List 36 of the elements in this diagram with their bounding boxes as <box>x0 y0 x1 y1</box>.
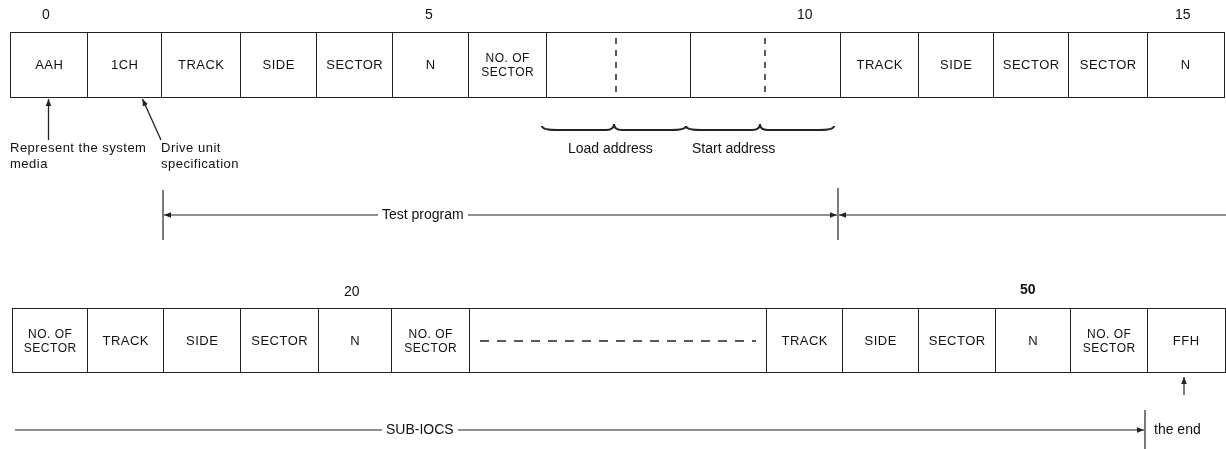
record-field: TRACK <box>766 308 844 373</box>
record-field: SIDE <box>842 308 920 373</box>
record-field: NO. OF SECTOR <box>12 308 89 373</box>
record-field: FFH <box>1147 308 1226 373</box>
span-label: SUB-IOCS <box>382 421 458 437</box>
record-field: TRACK <box>840 32 920 98</box>
offset-number: 15 <box>1174 6 1192 22</box>
record-field: SIDE <box>240 32 318 98</box>
record-field: N <box>318 308 393 373</box>
record-field: AAH <box>10 32 89 98</box>
record-field: SIDE <box>163 308 242 373</box>
record-field: SECTOR <box>993 32 1070 98</box>
record-field: SECTOR <box>240 308 320 373</box>
offset-number: 50 <box>1019 281 1037 297</box>
record-field: NO. OF SECTOR <box>468 32 548 98</box>
record-field: SIDE <box>918 32 995 98</box>
record-field: SECTOR <box>316 32 394 98</box>
leader-arrow <box>141 98 162 141</box>
record-field: TRACK <box>161 32 242 98</box>
annotation-text: Represent the system media <box>10 140 150 172</box>
record-field: TRACK <box>87 308 165 373</box>
offset-number: 0 <box>41 6 51 22</box>
span-label: Test program <box>378 206 468 222</box>
record-field: SECTOR <box>1068 32 1149 98</box>
record-field: 1CH <box>87 32 163 98</box>
leader-arrow <box>45 98 52 141</box>
offset-number: 20 <box>343 283 361 299</box>
record-field: N <box>1147 32 1225 98</box>
record-field: SECTOR <box>918 308 997 373</box>
record-field: NO. OF SECTOR <box>1070 308 1149 373</box>
offset-number: 5 <box>424 6 434 22</box>
record-field: NO. OF SECTOR <box>391 308 471 373</box>
record-field: N <box>995 308 1072 373</box>
annotation-text: Drive unit specification <box>161 140 290 172</box>
offset-number: 10 <box>796 6 814 22</box>
record-field: N <box>392 32 470 98</box>
